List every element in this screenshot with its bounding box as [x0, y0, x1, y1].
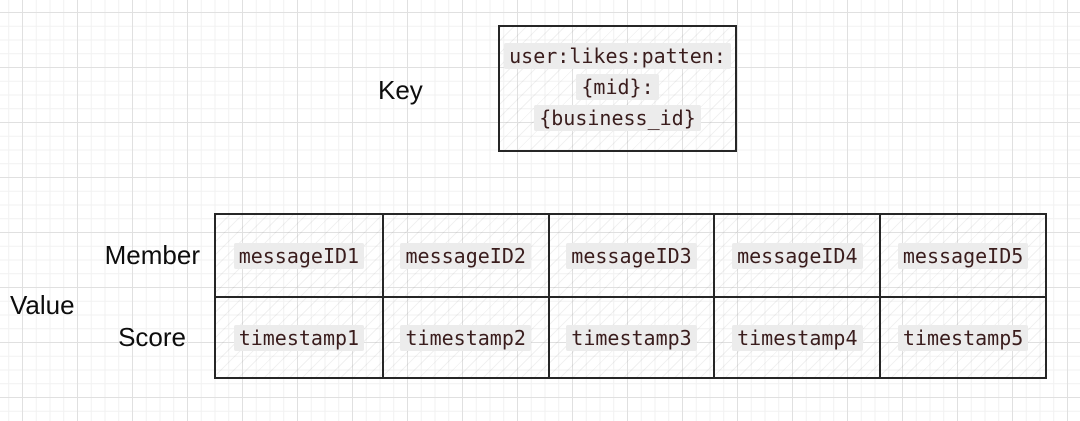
member-cell: messageID1 [216, 215, 382, 296]
key-value-line-text: {business_id} [534, 105, 701, 131]
score-cell-text: timestamp2 [400, 324, 531, 351]
score-cell: timestamp2 [381, 296, 548, 377]
key-box: user:likes:patten: {mid}: {business_id} [498, 25, 737, 152]
score-cell-text: timestamp3 [566, 324, 697, 351]
key-value-line-text: {mid}: [576, 74, 659, 100]
member-cell: messageID5 [879, 215, 1045, 296]
sorted-set-table: messageID1 messageID2 messageID3 message… [214, 213, 1047, 379]
score-cell-text: timestamp1 [233, 324, 365, 351]
key-value-line: user:likes:patten: [504, 42, 731, 73]
score-cell-text: timestamp5 [897, 324, 1029, 351]
member-cell-text: messageID4 [732, 242, 863, 269]
value-label: Value [10, 290, 75, 320]
member-cell: messageID2 [381, 215, 548, 296]
member-cell-text: messageID2 [400, 242, 531, 269]
key-value-line: {business_id} [534, 104, 701, 135]
key-value-line: {mid}: [576, 73, 659, 104]
score-cell: timestamp1 [216, 296, 382, 377]
member-cell-text: messageID1 [233, 242, 365, 269]
member-row-label: Member [104, 240, 200, 270]
score-cell-text: timestamp4 [732, 324, 863, 351]
score-row-label: Score [118, 322, 186, 352]
member-cell-text: messageID5 [897, 242, 1029, 269]
score-cell: timestamp3 [547, 296, 714, 377]
member-cell: messageID3 [547, 215, 714, 296]
score-cell: timestamp5 [879, 296, 1045, 377]
key-label: Key [378, 75, 423, 105]
member-cell: messageID4 [713, 215, 880, 296]
score-cell: timestamp4 [713, 296, 880, 377]
key-value-line-text: user:likes:patten: [504, 43, 731, 69]
member-cell-text: messageID3 [566, 242, 697, 269]
